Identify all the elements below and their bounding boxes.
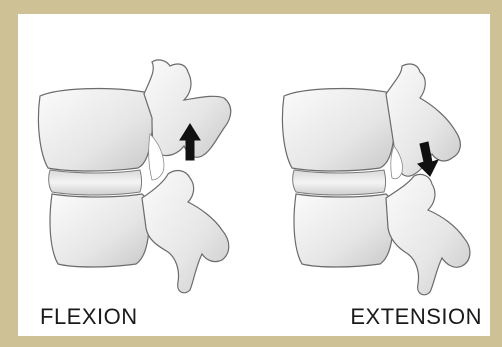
flexion-lower-vertebral-body	[50, 194, 149, 267]
flexion-label: FLEXION	[40, 304, 138, 330]
extension-upper-vertebral-body	[282, 89, 394, 171]
extension-disc	[293, 170, 386, 195]
flexion-vertebrae	[38, 60, 230, 293]
flexion-disc	[49, 170, 142, 195]
spine-illustration	[18, 14, 490, 336]
extension-lower-vertebral-body	[294, 194, 393, 267]
extension-label: EXTENSION	[350, 304, 482, 330]
flexion-upper-vertebral-body	[38, 89, 152, 171]
extension-lower-posterior-elements	[386, 174, 470, 294]
flexion-lower-posterior-elements	[142, 171, 229, 293]
extension-vertebrae	[282, 64, 470, 295]
illustration-panel: FLEXION EXTENSION	[18, 14, 490, 336]
